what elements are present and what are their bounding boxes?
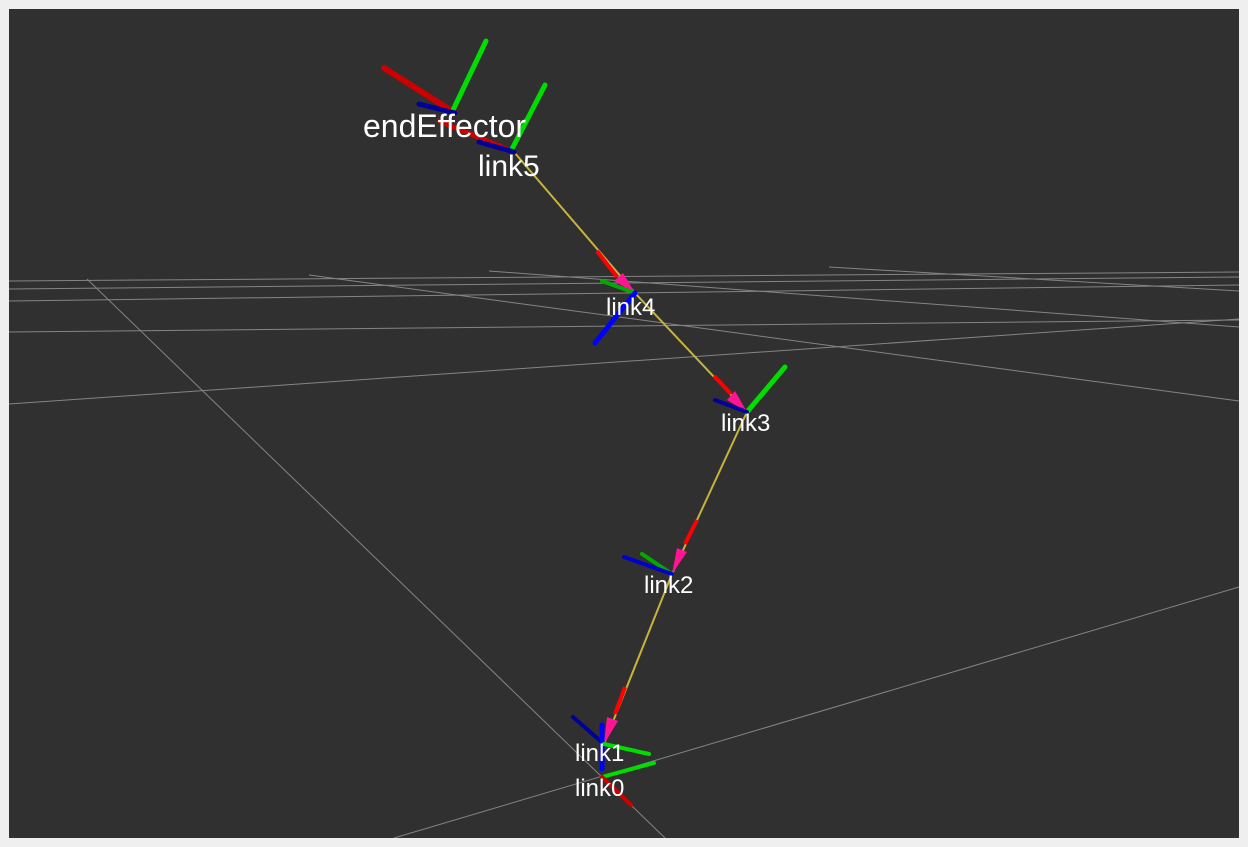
link-3-to-2 bbox=[671, 411, 748, 575]
3d-viewport[interactable]: endEffector link5 link4 link3 link2 link… bbox=[9, 9, 1239, 838]
arrow-head-link2 bbox=[672, 548, 687, 574]
frame-label-link2: link2 bbox=[644, 572, 693, 599]
tf-links bbox=[513, 151, 748, 745]
tf-scene[interactable]: endEffector link5 link4 link3 link2 link… bbox=[9, 9, 1239, 838]
frame-axes-link4 bbox=[592, 279, 638, 346]
arrow-head-link1 bbox=[604, 717, 618, 744]
frame-axes-link2 bbox=[622, 552, 674, 576]
frame-label-link4: link4 bbox=[606, 294, 655, 321]
arrow-head-link3 bbox=[727, 391, 747, 412]
frame-axes-link0 bbox=[600, 761, 656, 807]
link-2-to-1 bbox=[603, 573, 673, 745]
frame-axes-link1 bbox=[571, 715, 651, 772]
frame-labels: endEffector link5 link4 link3 link2 link… bbox=[363, 108, 770, 802]
frame-axes-link3 bbox=[713, 364, 788, 415]
ground-grid bbox=[9, 266, 1239, 838]
frame-axes-endEffector bbox=[381, 38, 489, 116]
tf-arrows bbox=[595, 249, 747, 744]
frame-label-link0: link0 bbox=[575, 775, 624, 802]
arrow-head-link4 bbox=[614, 273, 635, 293]
frame-axes-link5 bbox=[436, 82, 548, 155]
link-5-to-4 bbox=[513, 151, 636, 294]
frame-label-link1: link1 bbox=[575, 740, 624, 767]
frame-label-link5: link5 bbox=[478, 150, 540, 183]
frame-label-endEffector: endEffector bbox=[363, 108, 526, 144]
frame-label-link3: link3 bbox=[721, 410, 770, 437]
